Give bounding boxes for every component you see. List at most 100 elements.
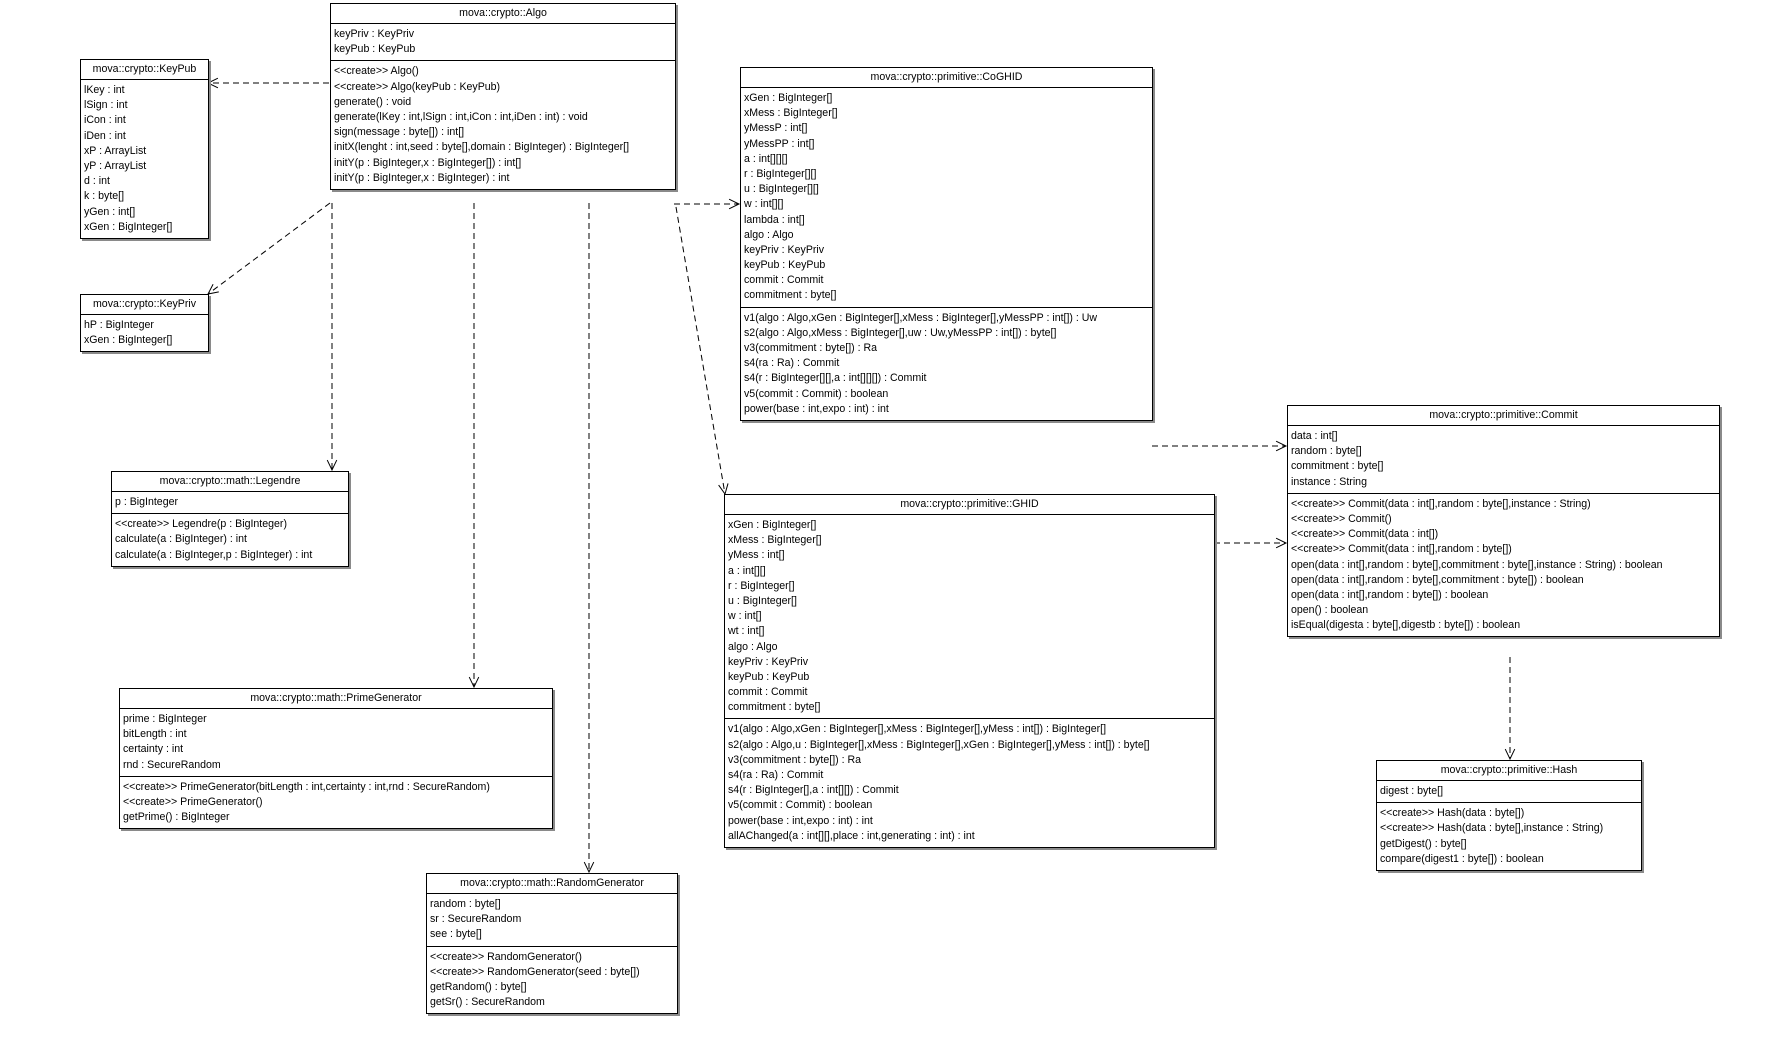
attribute: yMessPP : int[] — [744, 137, 815, 150]
operation: open(data : int[],random : byte[],commit… — [1291, 573, 1584, 586]
attribute: u : BigInteger[] — [728, 594, 797, 607]
attribute: commitment : byte[] — [1291, 460, 1384, 473]
attribute: yGen : int[] — [84, 205, 136, 218]
class-name: mova::crypto::KeyPub — [81, 60, 208, 80]
class-name: mova::crypto::primitive::GHID — [725, 495, 1214, 515]
operation: calculate(a : BigInteger) : int — [115, 533, 247, 546]
attribute: instance : String — [1291, 475, 1367, 488]
attributes-compartment: xGen : BigInteger[]xMess : BigInteger[]y… — [725, 515, 1214, 718]
operation: generate(lKey : int,lSign : int,iCon : i… — [334, 110, 588, 123]
operation: allAChanged(a : int[][],place : int,gene… — [728, 829, 975, 842]
operation: initY(p : BigInteger,x : BigInteger) : i… — [334, 171, 510, 184]
attributes-compartment: digest : byte[] — [1377, 781, 1641, 802]
dependency-algo-to-primegen — [468, 203, 480, 689]
arrowhead — [1275, 537, 1288, 549]
attribute: algo : Algo — [744, 228, 794, 241]
dependency-algo-to-keypub — [206, 77, 329, 89]
attribute: keyPub : KeyPub — [728, 670, 810, 683]
operation: compare(digest1 : byte[]) : boolean — [1380, 852, 1544, 865]
arrowhead — [1504, 748, 1516, 761]
operation: v3(commitment : byte[]) : Ra — [728, 753, 862, 766]
arrowhead — [326, 459, 338, 472]
arrowhead — [1275, 440, 1288, 452]
dependency-algo-to-keypriv — [207, 202, 331, 295]
arrowhead — [207, 284, 219, 295]
operation: v1(algo : Algo,xGen : BigInteger[],xMess… — [744, 311, 1098, 324]
attribute: keyPriv : KeyPriv — [334, 28, 415, 40]
attribute: w : int[][] — [744, 198, 784, 211]
attribute: u : BigInteger[][] — [744, 183, 819, 196]
operation: <<create>> Hash(data : byte[]) — [1380, 807, 1525, 820]
class-name: mova::crypto::math::Legendre — [112, 472, 348, 492]
operation: <<create>> RandomGenerator(seed : byte[]… — [430, 965, 640, 978]
attribute: random : byte[] — [1291, 445, 1362, 458]
operation: getPrime() : BigInteger — [123, 811, 230, 824]
attribute: data : int[] — [1291, 430, 1338, 442]
attribute: a : int[][] — [728, 564, 766, 577]
attribute: xMess : BigInteger[] — [728, 534, 822, 547]
operation: getDigest() : byte[] — [1380, 837, 1467, 850]
class-name: mova::crypto::KeyPriv — [81, 295, 208, 315]
operation: v5(commit : Commit) : boolean — [744, 387, 889, 400]
attribute: w : int[] — [728, 610, 762, 623]
attribute: prime : BigInteger — [123, 713, 207, 725]
operation: v3(commitment : byte[]) : Ra — [744, 342, 878, 354]
attribute: random : byte[] — [430, 898, 501, 910]
operation: <<create>> Commit(data : int[],random : … — [1291, 543, 1512, 556]
attribute: sr : SecureRandom — [430, 913, 522, 926]
operation: <<create>> Algo() — [334, 65, 419, 78]
operations-compartment: <<create>> PrimeGenerator(bitLength : in… — [120, 775, 552, 829]
operation: generate() : void — [334, 95, 412, 108]
operations-compartment: v1(algo : Algo,xGen : BigInteger[],xMess… — [725, 718, 1214, 847]
arrowhead — [583, 861, 595, 874]
operation: calculate(a : BigInteger,p : BigInteger)… — [115, 548, 313, 561]
arrowhead — [718, 483, 729, 496]
dependency-commit-to-hash — [1504, 657, 1516, 761]
attribute: xGen : BigInteger[] — [744, 92, 833, 104]
operation: getRandom() : byte[] — [430, 980, 527, 993]
class-name: mova::crypto::primitive::Commit — [1288, 406, 1719, 426]
operation: getSr() : SecureRandom — [430, 996, 545, 1009]
attribute: r : BigInteger[] — [728, 579, 795, 592]
attributes-compartment: keyPriv : KeyPriv keyPub : KeyPub — [331, 24, 675, 60]
operation: s2(algo : Algo,xMess : BigInteger[],uw :… — [744, 326, 1057, 339]
operations-compartment: <<create>> Commit(data : int[],random : … — [1288, 492, 1719, 637]
operation: <<create>> PrimeGenerator(bitLength : in… — [123, 780, 490, 793]
attribute: algo : Algo — [728, 640, 778, 653]
attribute: commitment : byte[] — [744, 289, 837, 302]
arrowhead — [468, 676, 480, 689]
operations-compartment: <<create>> Hash(data : byte[])<<create>>… — [1377, 802, 1641, 870]
attribute: rnd : SecureRandom — [123, 758, 221, 771]
attribute: keyPriv : KeyPriv — [744, 243, 825, 256]
dependency-line — [207, 202, 331, 295]
attribute: xGen : BigInteger[] — [84, 220, 173, 233]
operation: initX(lenght : int,seed : byte[],domain … — [334, 141, 630, 154]
operations-compartment: <<create>> Algo() <<create>> Algo(keyPub … — [331, 60, 675, 189]
operations-compartment: v1(algo : Algo,xGen : BigInteger[],xMess… — [741, 306, 1152, 420]
dependency-ghid-to-commit — [1214, 537, 1288, 549]
dependency-line — [675, 206, 726, 495]
operation: <<create>> Algo(keyPub : KeyPub) — [334, 80, 501, 93]
operations-compartment: <<create>> RandomGenerator()<<create>> R… — [427, 945, 677, 1014]
attribute: xGen : BigInteger[] — [728, 519, 817, 531]
attribute: d : int — [84, 175, 110, 188]
operation: power(base : int,expo : int) : int — [728, 814, 873, 827]
attribute: yP : ArrayList — [84, 159, 147, 172]
operation: <<create>> Commit() — [1291, 512, 1392, 525]
attribute: commitment : byte[] — [728, 701, 821, 714]
attributes-compartment: xGen : BigInteger[]xMess : BigInteger[]y… — [741, 88, 1152, 307]
attribute: keyPub : KeyPub — [334, 43, 416, 56]
class-name: mova::crypto::primitive::CoGHID — [741, 68, 1152, 88]
